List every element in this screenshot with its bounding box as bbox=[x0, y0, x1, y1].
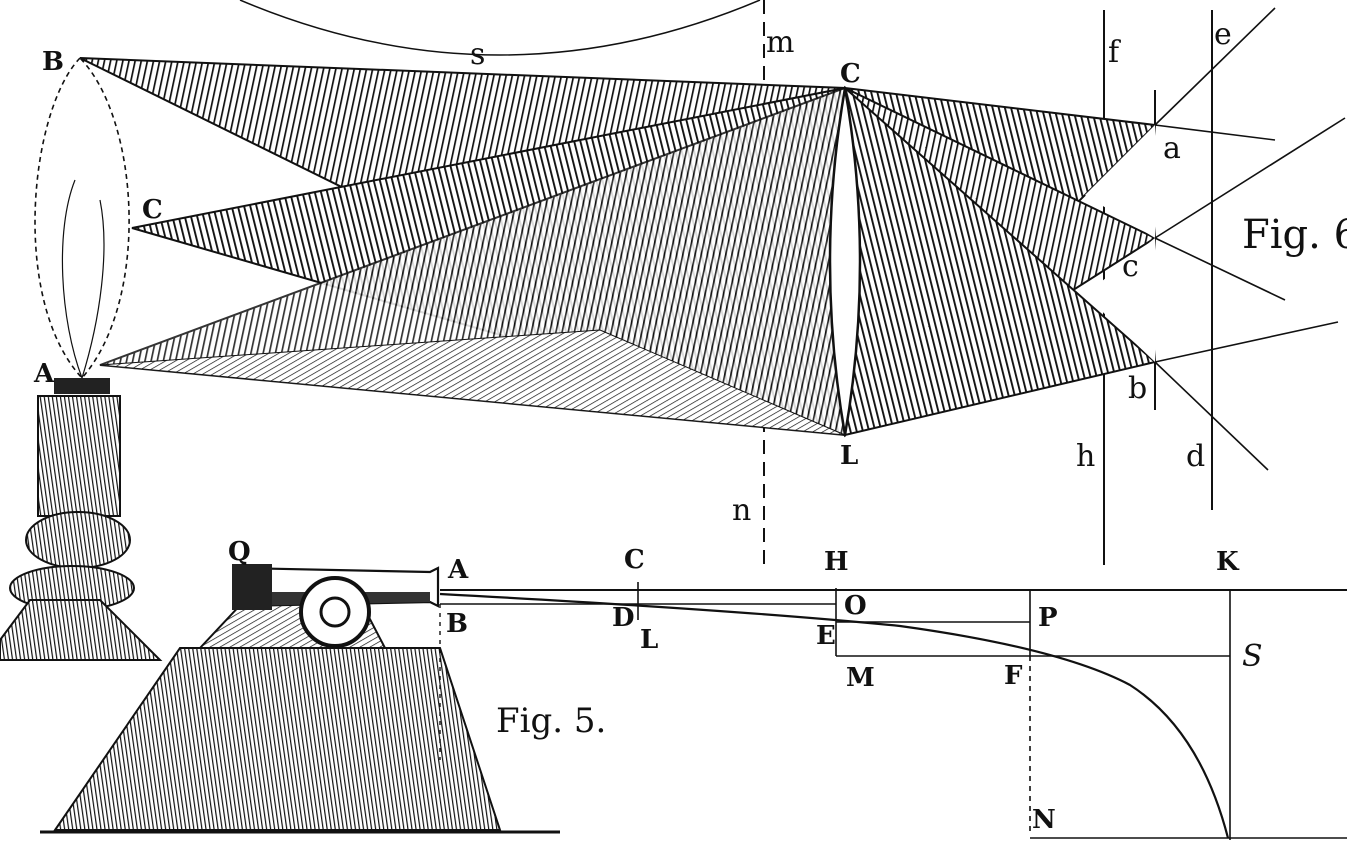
lens bbox=[828, 87, 862, 436]
fig6-caption: Fig. 6 bbox=[1242, 212, 1347, 258]
label-M: M bbox=[846, 663, 875, 693]
ray-b-out1 bbox=[1154, 321, 1339, 363]
candlestick-base bbox=[0, 599, 163, 661]
label-H: H bbox=[824, 547, 849, 577]
ray-a-out2 bbox=[1154, 124, 1276, 141]
label-A: A bbox=[447, 555, 469, 585]
label-K: K bbox=[1216, 547, 1240, 577]
label-O: O bbox=[844, 591, 867, 621]
cannon-wheel-hub bbox=[319, 596, 351, 628]
flame-core bbox=[61, 179, 105, 379]
ray-wedge-A-lower bbox=[99, 329, 846, 436]
label-b: b bbox=[1128, 371, 1147, 406]
label-a: a bbox=[1163, 131, 1181, 166]
label-A-left: A bbox=[33, 359, 55, 389]
label-s: s bbox=[470, 37, 485, 72]
label-c: c bbox=[1122, 249, 1139, 284]
label-D: D bbox=[612, 603, 635, 633]
candle-flame bbox=[34, 56, 130, 380]
fig5-caption: Fig. 5. bbox=[496, 701, 606, 741]
label-f: f bbox=[1108, 35, 1121, 70]
ray-c-out1 bbox=[1154, 117, 1346, 239]
label-B: B bbox=[446, 609, 468, 639]
notch-upper bbox=[1085, 125, 1160, 238]
fig6-diagram: B C A s m n C L f e a c b h d Fig. 6 bbox=[0, 0, 1347, 661]
label-P: P bbox=[1038, 603, 1058, 633]
label-B-left: B bbox=[42, 47, 64, 77]
notch-lower bbox=[1085, 238, 1160, 362]
label-C-lens: C bbox=[840, 59, 861, 89]
label-C-left: C bbox=[142, 195, 163, 225]
fig5-diagram: Q A B C D L H O E M P F K S N Fig. 5. bbox=[40, 537, 1347, 840]
label-d: d bbox=[1186, 439, 1205, 474]
label-h: h bbox=[1076, 439, 1095, 474]
label-F: F bbox=[1004, 661, 1023, 691]
label-N: N bbox=[1032, 805, 1056, 835]
ray-c-out2 bbox=[1154, 237, 1286, 301]
label-L-lens: L bbox=[840, 441, 858, 471]
candle-body bbox=[54, 378, 110, 394]
label-L: L bbox=[640, 625, 658, 655]
cannon-breech bbox=[232, 564, 272, 610]
ray-b-out2 bbox=[1154, 361, 1269, 471]
label-Q: Q bbox=[228, 537, 251, 567]
label-C: C bbox=[624, 545, 645, 575]
label-m: m bbox=[766, 25, 794, 60]
ray-a-out1 bbox=[1154, 7, 1276, 126]
candle-stick bbox=[37, 395, 121, 517]
label-E: E bbox=[816, 621, 836, 651]
cannon-wheel bbox=[299, 576, 371, 648]
label-e: e bbox=[1214, 17, 1232, 52]
pedestal bbox=[53, 647, 502, 831]
candlestick-knob bbox=[25, 511, 131, 569]
label-n: n bbox=[732, 493, 751, 528]
label-S: S bbox=[1242, 639, 1263, 674]
top-arc bbox=[239, 0, 761, 56]
trajectory-curve bbox=[439, 592, 1230, 839]
